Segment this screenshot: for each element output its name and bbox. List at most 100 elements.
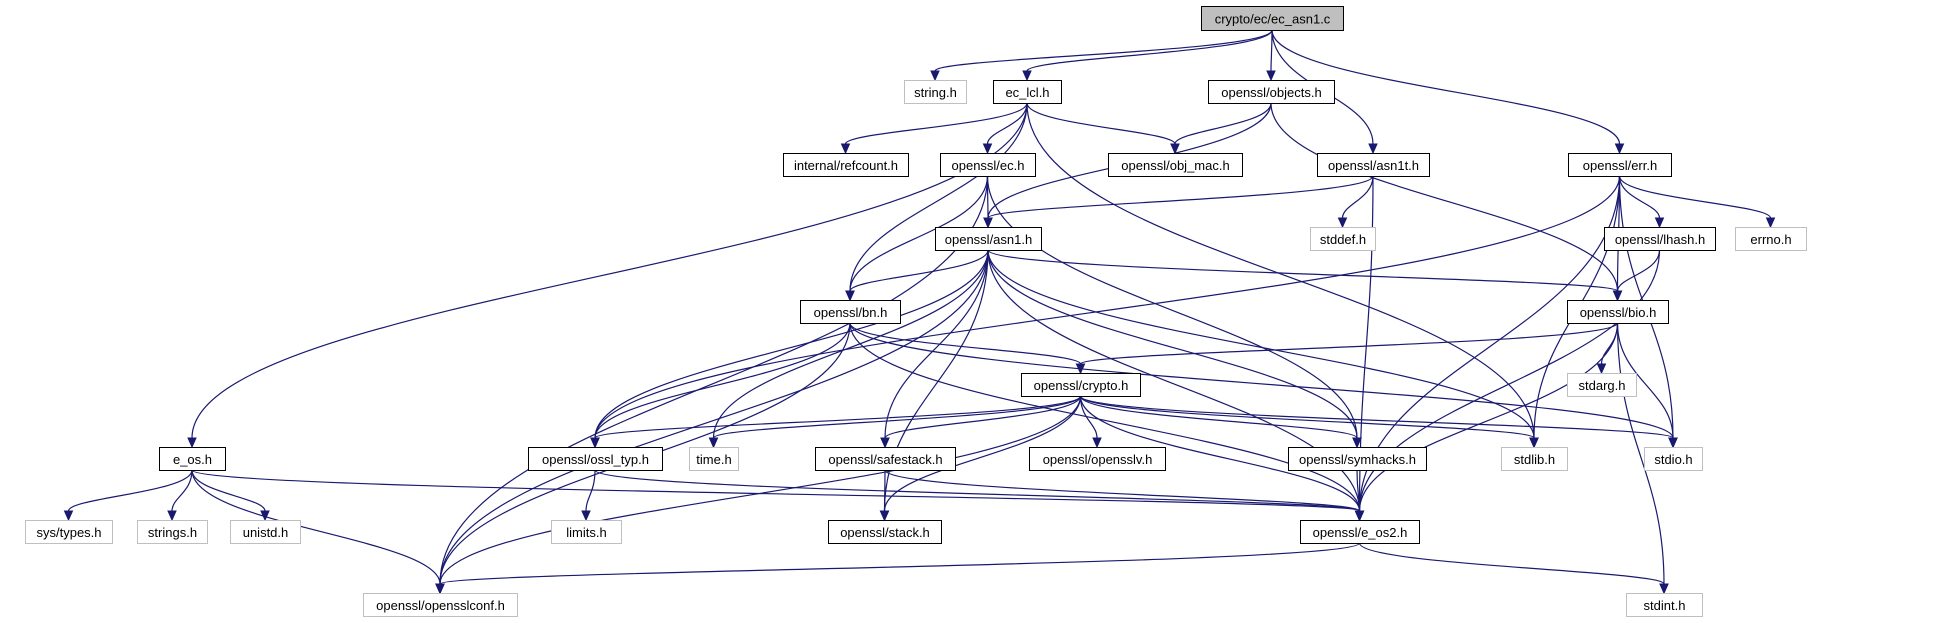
node-stdint: stdint.h — [1626, 593, 1703, 617]
node-ec[interactable]: openssl/ec.h — [940, 153, 1036, 177]
node-obj-mac[interactable]: openssl/obj_mac.h — [1108, 153, 1243, 177]
edge-asn1-to-ossl_typ — [590, 249, 989, 449]
edge-line — [1616, 322, 1665, 585]
edge-line — [1270, 102, 1619, 292]
node-err[interactable]: openssl/err.h — [1568, 153, 1672, 177]
node-label: errno.h — [1750, 232, 1791, 247]
arrowhead-icon — [1765, 217, 1776, 229]
edge-bn-to-stdio — [849, 322, 1678, 449]
node-box — [1735, 227, 1807, 251]
node-crypto[interactable]: openssl/crypto.h — [1021, 373, 1141, 397]
node-refcount[interactable]: internal/refcount.h — [783, 153, 909, 177]
node-label: stdio.h — [1654, 452, 1692, 467]
node-box — [1567, 373, 1637, 397]
arrowhead-icon — [840, 143, 851, 155]
arrowhead-icon — [845, 290, 855, 302]
node-label: openssl/ossl_typ.h — [542, 452, 649, 467]
edge-line — [439, 249, 989, 585]
edge-e_os2-to-opensslconf — [435, 542, 1361, 595]
edge-line — [594, 469, 1361, 512]
node-box — [828, 520, 942, 544]
node-box — [1626, 593, 1703, 617]
arrowhead-icon — [1612, 290, 1623, 302]
node-ossl-typ[interactable]: openssl/ossl_typ.h — [528, 447, 663, 471]
node-bn[interactable]: openssl/bn.h — [800, 300, 901, 324]
edge-line — [987, 249, 1358, 439]
edge-line — [1341, 175, 1374, 219]
edge-line — [987, 249, 1535, 439]
node-label: openssl/e_os2.h — [1313, 525, 1408, 540]
edge-line — [1079, 395, 1535, 439]
edge-line — [1271, 29, 1621, 145]
node-safestack[interactable]: openssl/safestack.h — [815, 447, 956, 471]
edge-err-to-errno — [1618, 175, 1776, 229]
edge-line — [849, 249, 989, 292]
node-e-os[interactable]: e_os.h — [159, 447, 226, 471]
edge-bio-to-crypto — [1075, 322, 1619, 375]
edge-line — [986, 175, 1358, 439]
arrowhead-icon — [1614, 143, 1625, 155]
node-box — [1029, 447, 1166, 471]
node-opensslv[interactable]: openssl/opensslv.h — [1029, 447, 1166, 471]
edge-line — [1618, 175, 1661, 219]
arrowhead-icon — [1352, 437, 1362, 449]
edge-line — [849, 322, 1361, 512]
node-box — [904, 80, 967, 104]
node-label: openssl/obj_mac.h — [1121, 158, 1229, 173]
edge-e_os-to-systypes — [63, 469, 193, 522]
arrowhead-icon — [63, 510, 74, 522]
edge-line — [987, 175, 1374, 219]
node-label: e_os.h — [173, 452, 212, 467]
edge-safestack-to-e_os2 — [884, 469, 1365, 522]
node-label: time.h — [696, 452, 731, 467]
node-box — [363, 593, 518, 617]
arrowhead-icon — [708, 437, 719, 449]
arrowhead-icon — [167, 510, 177, 522]
node-asn1t[interactable]: openssl/asn1t.h — [1317, 153, 1430, 177]
edge-objects-to-bio — [1270, 102, 1623, 302]
edge-symhacks-to-e_os2 — [1354, 469, 1365, 522]
node-lhash[interactable]: openssl/lhash.h — [1604, 227, 1716, 251]
node-root[interactable]: crypto/ec/ec_asn1.c — [1201, 6, 1344, 31]
node-objects[interactable]: openssl/objects.h — [1208, 80, 1335, 104]
node-unistd: unistd.h — [230, 520, 301, 544]
edge-crypto-to-stdio — [1079, 395, 1678, 449]
edge-asn1t-to-stddef — [1337, 175, 1374, 229]
edge-err-to-ossl_typ — [590, 175, 1621, 449]
node-box — [1288, 447, 1427, 471]
edge-line — [1174, 102, 1272, 145]
node-symhacks[interactable]: openssl/symhacks.h — [1288, 447, 1427, 471]
node-box — [528, 447, 663, 471]
edge-line — [849, 175, 989, 292]
edge-line — [883, 395, 1082, 512]
node-label: crypto/ec/ec_asn1.c — [1215, 12, 1331, 27]
edge-crypto-to-stdlib — [1079, 395, 1539, 449]
node-label: openssl/opensslconf.h — [376, 598, 505, 613]
node-stack[interactable]: openssl/stack.h — [828, 520, 942, 544]
node-box — [1300, 520, 1420, 544]
edge-asn1-to-stack — [879, 249, 989, 522]
arrowhead-icon — [590, 437, 600, 449]
edge-line — [849, 322, 1674, 439]
node-limits: limits.h — [551, 520, 622, 544]
edge-crypto-to-ossl_typ — [590, 395, 1082, 449]
arrowhead-icon — [879, 510, 890, 522]
node-ec-lcl[interactable]: ec_lcl.h — [993, 80, 1062, 104]
edge-objects-to-obj_mac — [1170, 102, 1272, 155]
edge-safestack-to-stack — [879, 469, 890, 522]
arrowhead-icon — [435, 583, 445, 595]
node-label: openssl/crypto.h — [1034, 378, 1129, 393]
edge-layer — [63, 29, 1776, 595]
node-asn1[interactable]: openssl/asn1.h — [935, 227, 1042, 251]
edge-e_os-to-unistd — [191, 469, 270, 522]
node-label: internal/refcount.h — [794, 158, 898, 173]
edge-line — [67, 469, 193, 512]
node-box — [137, 520, 208, 544]
node-e-os2[interactable]: openssl/e_os2.h — [1300, 520, 1420, 544]
edge-line — [849, 322, 1082, 365]
arrowhead-icon — [1596, 363, 1607, 375]
node-systypes: sys/types.h — [25, 520, 113, 544]
node-bio[interactable]: openssl/bio.h — [1567, 300, 1669, 324]
edge-line — [1618, 175, 1772, 219]
